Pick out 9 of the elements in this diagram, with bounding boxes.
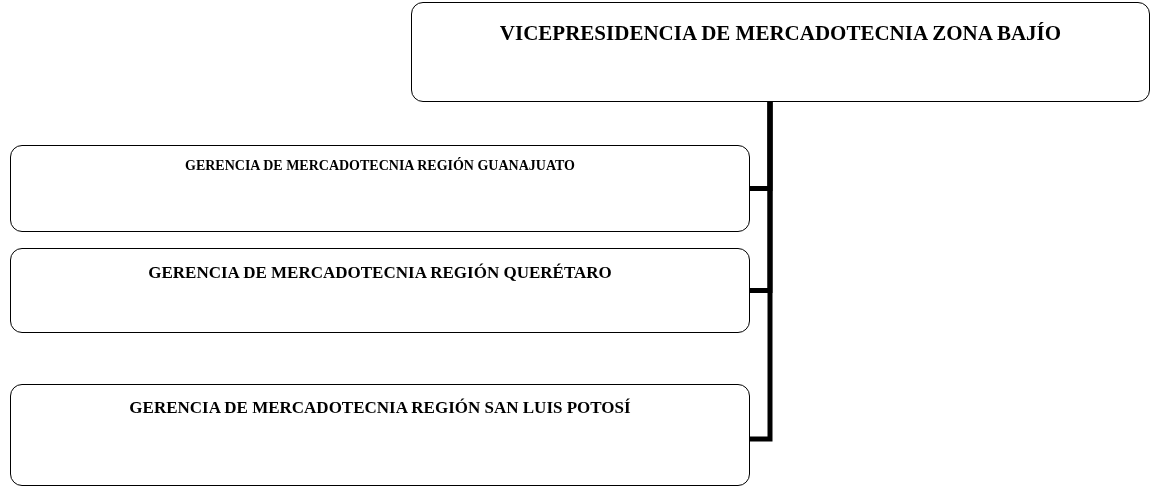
box-title: GERENCIA DE MERCADOTECNIA REGIÓN QUERÉTARO: [147, 263, 613, 283]
org-box: [10, 248, 750, 333]
org-box: [10, 384, 750, 486]
org-box: [411, 2, 1150, 102]
connector-line: [750, 102, 773, 442]
box-title: GERENCIA DE MERCADOTECNIA REGIÓN GUANAJUATO: [184, 158, 576, 174]
org-box: [10, 145, 750, 232]
box-title: VICEPRESIDENCIA DE MERCADOTECNIA ZONA BAJÍO: [498, 21, 1063, 46]
box-title: GERENCIA DE MERCADOTECNIA REGIÓN SAN LUIS POTOSÍ: [128, 398, 632, 418]
